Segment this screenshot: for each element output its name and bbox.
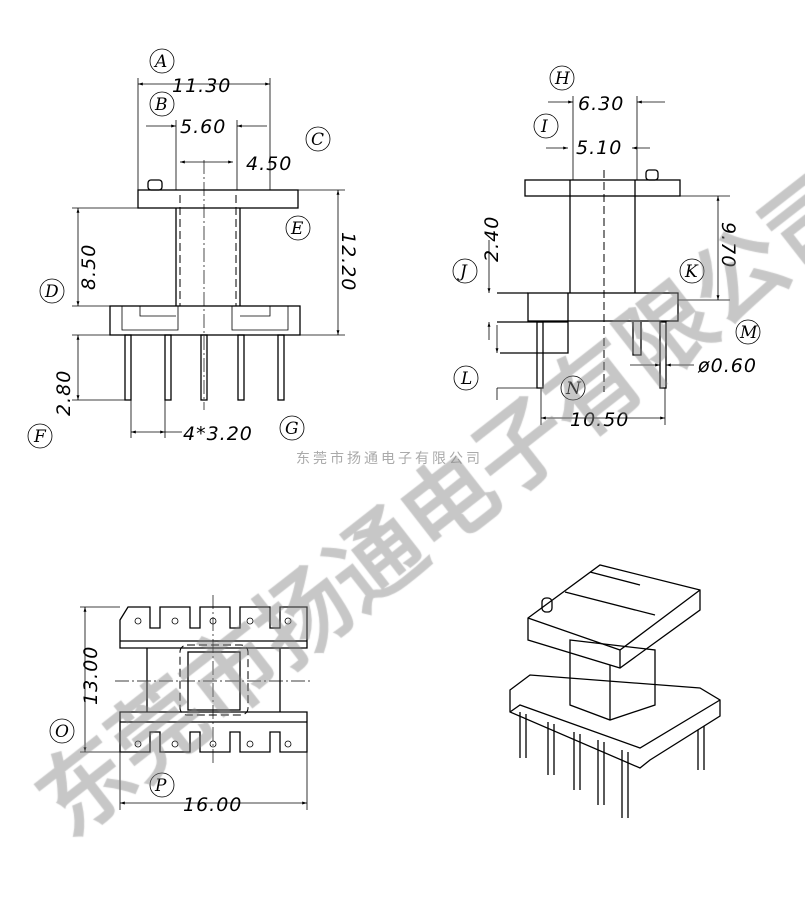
pins <box>124 334 285 401</box>
dim-N: 10.50 <box>570 409 629 431</box>
label-D: D <box>44 282 59 302</box>
dim-J: 2.40 <box>481 216 503 262</box>
label-G: G <box>285 419 299 439</box>
dim-P: 16.00 <box>183 794 242 816</box>
label-L: L <box>460 369 472 389</box>
dim-F: 2.80 <box>53 370 75 416</box>
top-flange-side <box>524 179 681 197</box>
dim-I: 5.10 <box>576 137 622 159</box>
label-P: P <box>154 776 167 796</box>
watermark-small: 东莞市扬通电子有限公司 <box>296 450 483 467</box>
label-C: C <box>311 130 324 150</box>
isometric-view <box>509 564 721 818</box>
dim-B: 5.60 <box>180 116 226 138</box>
label-J: J <box>457 262 468 282</box>
dim-K: 9.70 <box>717 222 739 268</box>
dim-M: ø0.60 <box>697 355 757 377</box>
dim-G: 4*3.20 <box>183 423 253 445</box>
label-F: F <box>33 427 47 447</box>
pin-left <box>536 321 544 389</box>
dim-O: 13.00 <box>80 646 102 705</box>
pin-right <box>659 321 667 389</box>
top-flange <box>137 189 299 209</box>
side-view: 6.30 5.10 2.40 9.70 ø0.60 10.50 H I J K … <box>452 65 761 431</box>
bottom-flange <box>109 305 301 336</box>
dim-A: 11.30 <box>172 75 231 97</box>
label-N: N <box>565 379 582 399</box>
bottom-view: 13.00 16.00 O P <box>49 595 312 816</box>
label-B: B <box>154 95 168 115</box>
locating-peg <box>147 179 163 191</box>
label-K: K <box>684 262 699 282</box>
label-M: M <box>739 323 758 343</box>
dim-E: 12.20 <box>337 232 359 291</box>
label-E: E <box>290 219 304 239</box>
label-A: A <box>153 52 167 72</box>
front-view: 11.30 5.60 4.50 8.50 12.20 2.80 4*3.20 A… <box>27 48 359 449</box>
dim-D: 8.50 <box>78 244 100 290</box>
dim-H: 6.30 <box>578 93 624 115</box>
label-I: I <box>540 117 548 137</box>
dim-C: 4.50 <box>246 153 292 175</box>
label-O: O <box>55 722 69 742</box>
label-H: H <box>554 69 571 89</box>
